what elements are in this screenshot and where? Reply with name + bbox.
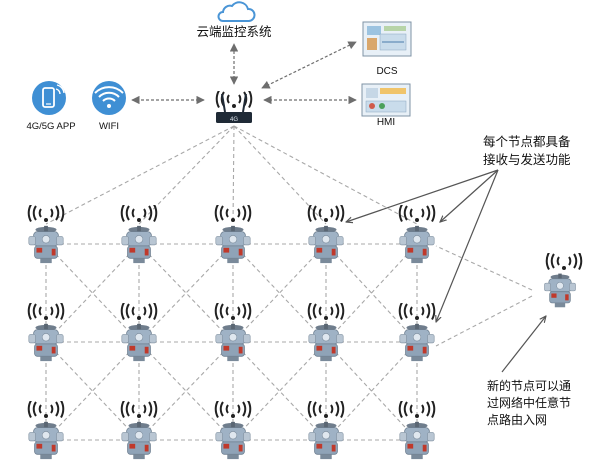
mesh-node bbox=[27, 401, 65, 460]
annotation-new-node-line2: 过网络中任意节 bbox=[487, 395, 571, 410]
wireless-signal-icon bbox=[398, 205, 436, 223]
mobile-app-label: 4G/5G APP bbox=[26, 121, 75, 132]
gateway-mesh-link bbox=[232, 125, 235, 225]
wireless-signal-icon bbox=[120, 401, 158, 419]
wireless-signal-icon bbox=[307, 303, 345, 321]
pointer-arrow-1 bbox=[346, 169, 499, 222]
mesh-link-diagonal bbox=[138, 243, 234, 343]
electric-actuator-icon bbox=[399, 225, 435, 264]
mesh-link-diagonal bbox=[232, 243, 327, 343]
wireless-signal-icon bbox=[398, 303, 436, 321]
pointer-arrow-new-node bbox=[501, 316, 546, 373]
wifi-label: WIFI bbox=[99, 121, 119, 132]
cloud-monitoring: 云端监控系统 bbox=[196, 1, 272, 39]
new-node-link-top bbox=[435, 245, 533, 291]
dcs-screen: DCS bbox=[362, 21, 412, 77]
hmi-screen: HMI bbox=[361, 83, 411, 128]
mobile-app: 4G/5G APP bbox=[26, 81, 76, 132]
gateway-mesh-link bbox=[45, 125, 235, 225]
gateway-links bbox=[45, 125, 418, 225]
wireless-signal-icon bbox=[27, 303, 65, 321]
mesh-link-diagonal bbox=[232, 341, 327, 441]
mesh-nodes bbox=[27, 205, 436, 460]
pointer-arrow-2 bbox=[440, 169, 499, 222]
wireless-signal-icon bbox=[214, 401, 252, 419]
mesh-link-diagonal bbox=[325, 341, 418, 441]
mesh-node bbox=[214, 303, 252, 362]
cloud-icon bbox=[217, 1, 256, 22]
mesh-link-diagonal bbox=[45, 243, 140, 343]
wireless-signal-icon bbox=[307, 205, 345, 223]
electric-actuator-icon bbox=[399, 421, 435, 460]
wifi: WIFI bbox=[92, 81, 126, 132]
electric-actuator-icon bbox=[308, 421, 344, 460]
mesh-link-diagonal bbox=[45, 243, 140, 343]
wireless-signal-icon bbox=[27, 205, 65, 223]
mesh-link-diagonal bbox=[138, 341, 234, 441]
mesh-node bbox=[27, 303, 65, 362]
gateway-mesh-link bbox=[233, 125, 327, 225]
mesh-link-diagonal bbox=[232, 243, 327, 343]
mesh-node bbox=[398, 205, 436, 264]
electric-actuator-icon bbox=[215, 421, 251, 460]
annotation-every-node: 每个节点都具备 接收与发送功能 bbox=[346, 134, 571, 322]
mesh-node bbox=[398, 303, 436, 362]
annotation-every-node-line1: 每个节点都具备 bbox=[483, 134, 571, 149]
arrow-gateway-dcs bbox=[261, 41, 357, 89]
mesh-node bbox=[120, 401, 158, 460]
cloud-label: 云端监控系统 bbox=[196, 24, 271, 39]
wireless-signal-icon bbox=[307, 401, 345, 419]
wireless-signal-icon bbox=[398, 401, 436, 419]
wireless-signal-icon bbox=[214, 303, 252, 321]
mesh-node bbox=[120, 303, 158, 362]
electric-actuator-icon bbox=[121, 421, 157, 460]
mesh-node bbox=[307, 303, 345, 362]
electric-actuator-icon bbox=[215, 323, 251, 362]
mesh-node bbox=[120, 205, 158, 264]
gateway-router: 4G bbox=[215, 91, 253, 123]
new-node-link-mid bbox=[435, 295, 533, 347]
gateway-connection-arrows bbox=[131, 41, 357, 105]
new-node: 新的节点可以通 过网络中任意节 点路由入网 bbox=[435, 245, 583, 427]
new-node-actuator-icon bbox=[543, 273, 577, 308]
mesh-link-diagonal bbox=[325, 243, 418, 343]
electric-actuator-icon bbox=[121, 323, 157, 362]
electric-actuator-icon bbox=[308, 225, 344, 264]
mesh-link-diagonal bbox=[138, 243, 234, 343]
wireless-signal-icon bbox=[120, 303, 158, 321]
annotation-every-node-line2: 接收与发送功能 bbox=[483, 152, 571, 167]
hmi-label: HMI bbox=[377, 117, 395, 128]
mesh-link-diagonal bbox=[45, 341, 140, 441]
dcs-label: DCS bbox=[376, 66, 397, 77]
mesh-node bbox=[214, 401, 252, 460]
mesh-node bbox=[307, 205, 345, 264]
mesh-node bbox=[307, 401, 345, 460]
electric-actuator-icon bbox=[308, 323, 344, 362]
mesh-node bbox=[398, 401, 436, 460]
wireless-gateway-router-icon: 4G bbox=[216, 93, 252, 123]
mesh-link-diagonal bbox=[138, 341, 234, 441]
mesh-link-diagonal bbox=[45, 341, 140, 441]
mesh-link-diagonal bbox=[232, 341, 327, 441]
electric-actuator-icon bbox=[28, 225, 64, 264]
electric-actuator-icon bbox=[121, 225, 157, 264]
gateway-label: 4G bbox=[230, 117, 238, 123]
wireless-signal-icon bbox=[120, 205, 158, 223]
pointer-arrow-3 bbox=[436, 169, 499, 322]
electric-actuator-icon bbox=[215, 225, 251, 264]
annotation-new-node-line1: 新的节点可以通 bbox=[487, 378, 571, 393]
electric-actuator-icon bbox=[399, 323, 435, 362]
gateway-mesh-link bbox=[233, 125, 418, 225]
dcs-screen-icon bbox=[362, 21, 412, 57]
annotation-new-node-line3: 点路由入网 bbox=[487, 412, 547, 427]
electric-actuator-icon bbox=[28, 323, 64, 362]
gateway-mesh-link bbox=[138, 125, 235, 225]
wireless-signal-icon bbox=[27, 401, 65, 419]
mesh-node bbox=[27, 205, 65, 264]
hmi-screen-icon bbox=[361, 83, 411, 117]
electric-actuator-icon bbox=[28, 421, 64, 460]
